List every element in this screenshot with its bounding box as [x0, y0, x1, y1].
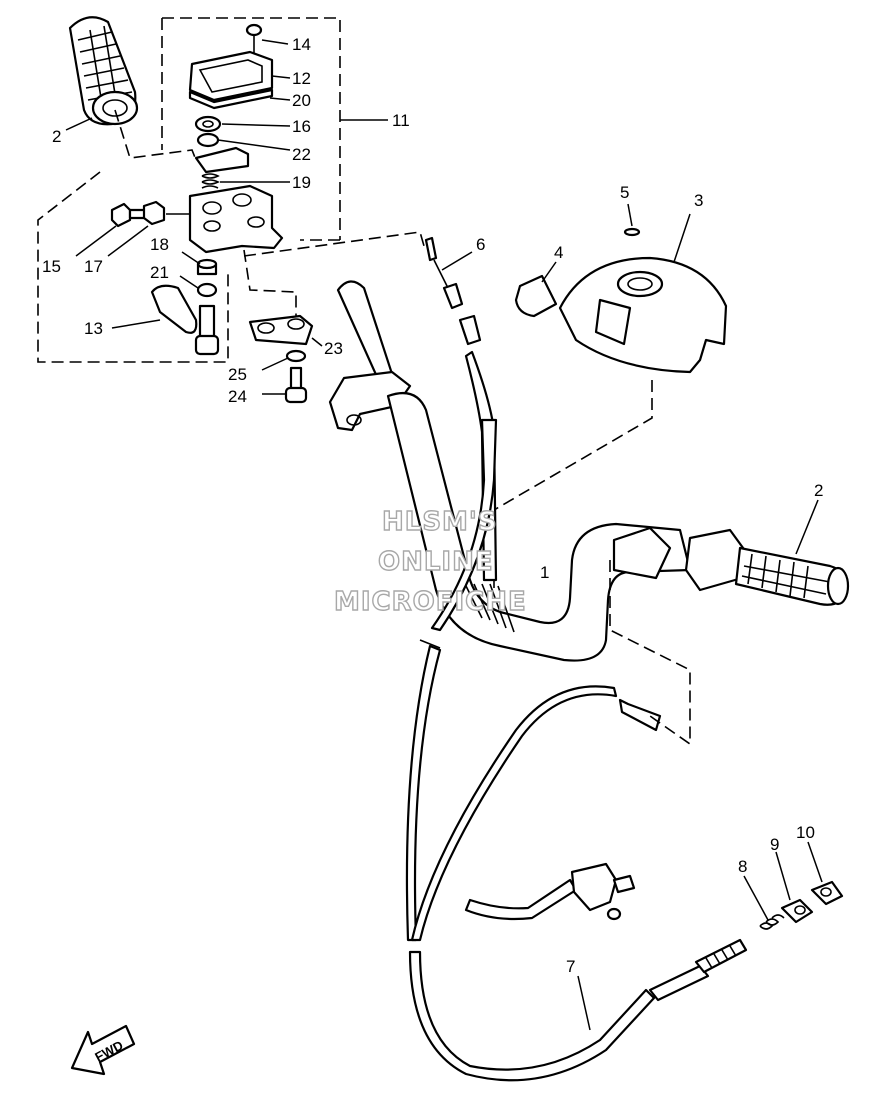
callout-22: 22 [292, 145, 311, 164]
callout-24: 24 [228, 387, 247, 406]
callout-1: 1 [540, 563, 549, 582]
callout-16: 16 [292, 117, 311, 136]
cable-adjuster [648, 841, 844, 1002]
callout-6: 6 [476, 235, 485, 254]
callout-8: 8 [738, 857, 747, 876]
callout-2-right: 2 [814, 481, 823, 500]
right-grip [684, 499, 850, 606]
callout-18: 18 [150, 235, 169, 254]
watermark-line-1: HLSM'S [382, 507, 498, 537]
watermark-line-2: ONLINE [378, 547, 494, 577]
callout-21: 21 [150, 263, 169, 282]
clamp-and-bolt [243, 249, 323, 404]
callout-5: 5 [620, 183, 629, 202]
watermark: HLSM'S ONLINE MICROFICHE [333, 506, 527, 617]
callout-2-left: 2 [52, 127, 61, 146]
assembly-11-outline [37, 17, 388, 363]
throttle-housing-assembly [75, 23, 291, 356]
forward-direction-arrow: FWD [70, 1024, 136, 1076]
left-grip [65, 16, 197, 161]
callout-7: 7 [566, 957, 575, 976]
watermark-line-3: MICROFICHE [334, 587, 527, 617]
callout-20: 20 [292, 91, 311, 110]
callout-10: 10 [796, 823, 815, 842]
callout-25: 25 [228, 365, 247, 384]
handlebar [328, 280, 692, 662]
callout-13: 13 [84, 319, 103, 338]
callout-14: 14 [292, 35, 311, 54]
callout-3: 3 [694, 191, 703, 210]
callout-11: 11 [392, 111, 410, 130]
throttle-cable [243, 231, 498, 632]
callout-17: 17 [84, 257, 103, 276]
throttle-cover [493, 203, 728, 588]
callout-23: 23 [324, 339, 343, 358]
callout-labels: 1 2 2 3 4 5 6 7 8 9 10 11 12 13 14 15 16… [42, 35, 823, 976]
callout-9: 9 [770, 835, 779, 854]
callout-15: 15 [42, 257, 61, 276]
callout-12: 12 [292, 69, 311, 88]
brake-cable [405, 560, 691, 1082]
callout-19: 19 [292, 173, 311, 192]
callout-4: 4 [554, 243, 563, 262]
